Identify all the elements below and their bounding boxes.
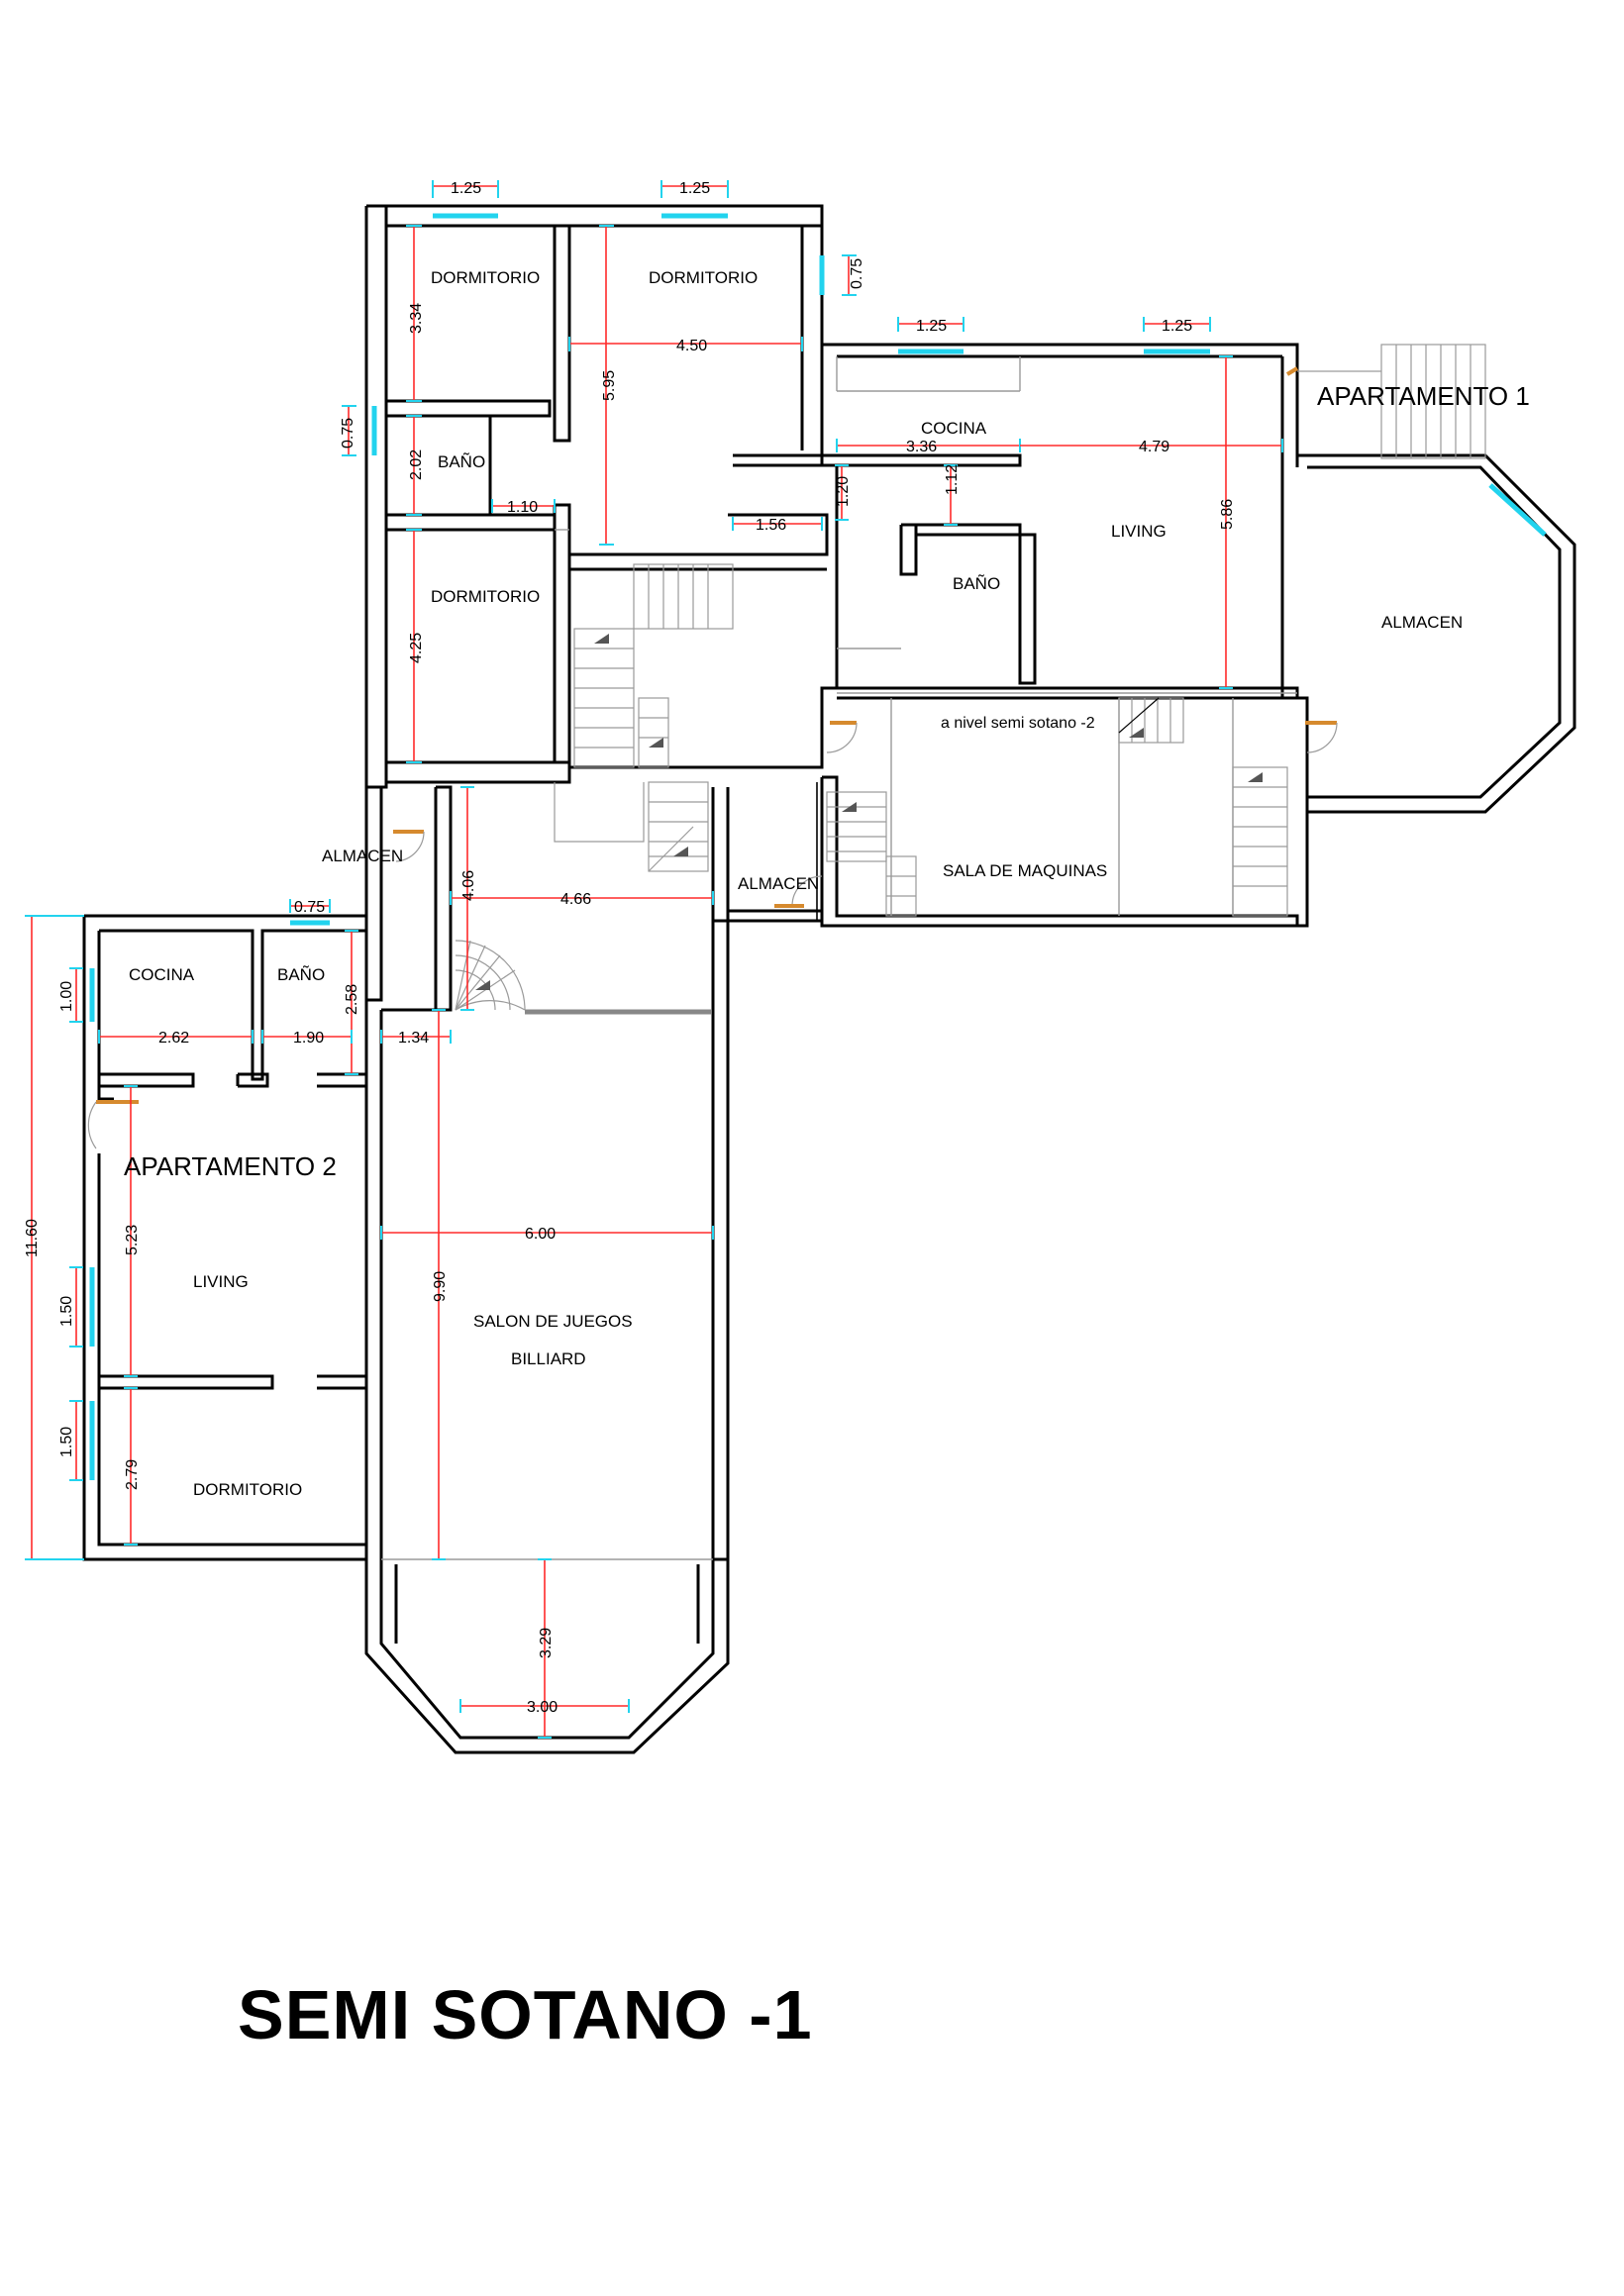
room-label-bano-2: BAÑO bbox=[953, 574, 1000, 593]
room-label-dormitorio-2: DORMITORIO bbox=[649, 268, 758, 287]
dim-0-75-a: 0.75 bbox=[849, 258, 865, 289]
dim-4-79: 4.79 bbox=[1139, 439, 1169, 455]
dim-1-25-c: 1.25 bbox=[916, 318, 947, 335]
dim-4-66: 4.66 bbox=[560, 891, 591, 908]
dim-1-00: 1.00 bbox=[58, 981, 75, 1012]
dim-5-95: 5.95 bbox=[601, 370, 618, 401]
dim-1-12: 1.12 bbox=[944, 464, 961, 495]
dim-9-90: 9.90 bbox=[432, 1271, 449, 1302]
apartment-2-label: APARTAMENTO 2 bbox=[124, 1151, 337, 1181]
windows bbox=[89, 213, 1547, 1480]
room-label-dormitorio-1: DORMITORIO bbox=[431, 268, 540, 287]
room-label-bano-3: BAÑO bbox=[277, 965, 325, 984]
room-label-almacen-3: ALMACEN bbox=[322, 847, 403, 865]
room-label-cocina-1: COCINA bbox=[921, 419, 987, 438]
dim-3-36: 3.36 bbox=[906, 439, 937, 455]
room-label-dormitorio-4: DORMITORIO bbox=[193, 1480, 302, 1499]
dim-5-23: 5.23 bbox=[124, 1225, 141, 1255]
dim-1-20: 1.20 bbox=[835, 476, 852, 507]
dim-1-90: 1.90 bbox=[293, 1030, 324, 1047]
dim-4-25: 4.25 bbox=[408, 633, 425, 663]
dim-0-75-c: 0.75 bbox=[294, 899, 325, 916]
dim-2-79: 2.79 bbox=[124, 1459, 141, 1490]
dim-6-00: 6.00 bbox=[525, 1226, 556, 1243]
level-note: a nivel semi sotano -2 bbox=[941, 715, 1095, 732]
room-label-salon: SALON DE JUEGOS bbox=[473, 1312, 633, 1331]
room-label-dormitorio-3: DORMITORIO bbox=[431, 587, 540, 606]
room-label-bano-1: BAÑO bbox=[438, 452, 485, 471]
room-label-almacen-2: ALMACEN bbox=[738, 874, 819, 893]
dim-1-25-b: 1.25 bbox=[679, 180, 710, 197]
dim-1-56: 1.56 bbox=[756, 517, 786, 534]
dimension-labels: 1.25 1.25 0.75 1.25 1.25 3.34 4.50 5.95 … bbox=[24, 180, 1236, 1716]
dim-1-10: 1.10 bbox=[507, 499, 538, 516]
dim-2-62: 2.62 bbox=[158, 1030, 189, 1047]
dim-1-25-d: 1.25 bbox=[1162, 318, 1192, 335]
dim-5-86: 5.86 bbox=[1219, 499, 1236, 530]
dim-1-25-a: 1.25 bbox=[451, 180, 481, 197]
apartment-1-label: APARTAMENTO 1 bbox=[1317, 381, 1530, 411]
room-label-sala-maquinas: SALA DE MAQUINAS bbox=[943, 861, 1107, 880]
dim-1-50-a: 1.50 bbox=[58, 1296, 75, 1327]
dim-4-50: 4.50 bbox=[676, 338, 707, 354]
dim-3-29: 3.29 bbox=[538, 1628, 555, 1658]
room-label-almacen-1: ALMACEN bbox=[1381, 613, 1463, 632]
dim-3-00: 3.00 bbox=[527, 1699, 558, 1716]
room-label-cocina-2: COCINA bbox=[129, 965, 195, 984]
page-title: SEMI SOTANO -1 bbox=[238, 1976, 813, 2053]
dim-3-34: 3.34 bbox=[408, 303, 425, 334]
room-label-living-2: LIVING bbox=[193, 1272, 249, 1291]
doors bbox=[87, 366, 1338, 1149]
dim-2-58: 2.58 bbox=[344, 984, 360, 1015]
dim-0-75-b: 0.75 bbox=[340, 418, 356, 449]
room-label-billiard: BILLIARD bbox=[511, 1349, 586, 1368]
dim-4-06: 4.06 bbox=[460, 870, 477, 901]
room-label-living-1: LIVING bbox=[1111, 522, 1167, 541]
stairs-and-fixtures bbox=[381, 344, 1486, 1560]
room-labels: DORMITORIO DORMITORIO BAÑO DORMITORIO CO… bbox=[124, 268, 1530, 1499]
dim-1-34: 1.34 bbox=[398, 1030, 429, 1047]
dim-1-50-b: 1.50 bbox=[58, 1427, 75, 1457]
dimension-lines bbox=[25, 180, 1283, 1739]
dim-11-60: 11.60 bbox=[24, 1219, 41, 1257]
dim-2-02: 2.02 bbox=[408, 449, 425, 480]
